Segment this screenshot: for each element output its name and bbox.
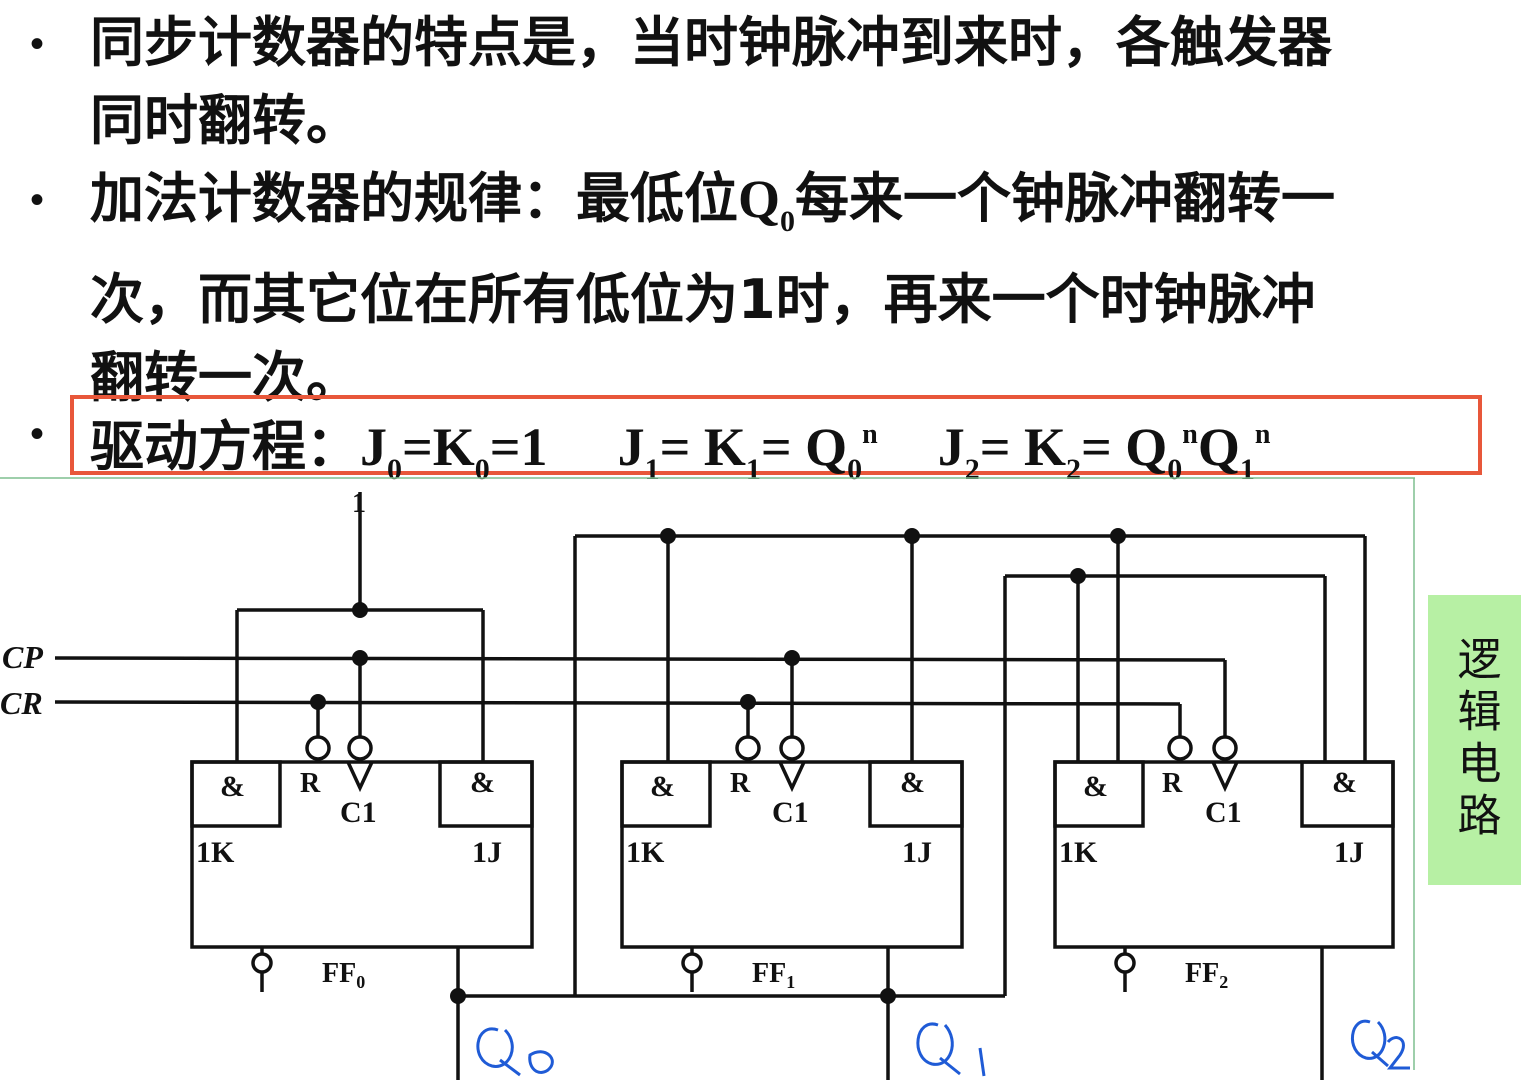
paragraph-line: 加法计数器的规律：最低位Q0每来一个钟脉冲翻转一 [90, 160, 1335, 261]
text-segment: 加法计数器的规律：最低位 [90, 167, 738, 230]
handwritten-q2 [1350, 1019, 1389, 1068]
clock-label: C1 [1205, 796, 1242, 829]
bullet-dot: • [30, 412, 45, 456]
q-subscript: 0 [780, 205, 796, 238]
logic-circuit-tag: 逻辑电路 [1428, 595, 1521, 885]
and-gate-label: & [650, 770, 675, 803]
paragraph-add-counter: 加法计数器的规律：最低位Q0每来一个钟脉冲翻转一 次，而其它位在所有低位为1时，… [90, 160, 1335, 417]
cp-label: CP [2, 639, 43, 675]
bullet-dot: • [30, 178, 45, 222]
flip-flop-ff1 [620, 536, 1325, 1080]
equations-label: 驱动方程： [90, 415, 360, 478]
ff-name-label: FF0 [322, 958, 365, 992]
input-one-label: 1 [352, 488, 366, 519]
and-gate-label: & [900, 766, 925, 799]
paragraph-line: 同步计数器的特点是，当时钟脉冲到来时，各触发器 [90, 11, 1332, 74]
logic-circuit-tag-text: 逻辑电路 [1449, 636, 1501, 844]
cr-label: CR [0, 685, 43, 721]
counter-circuit-diagram: 1 CP CR & & R C1 1K 1J FF0 & & R C1 1K 1… [0, 477, 1415, 1080]
equation-ff1: J1= K1= Q0n [617, 417, 878, 486]
paragraph-line: 次，而其它位在所有低位为1时，再来一个时钟脉冲 [90, 268, 1316, 331]
and-gate-label: & [470, 766, 495, 799]
j-input-label: 1J [1334, 836, 1364, 869]
and-gate-label: & [220, 770, 245, 803]
junction-dots [310, 528, 1126, 1004]
k-input-label: 1K [1059, 836, 1098, 869]
paragraph-sync-counter: 同步计数器的特点是，当时钟脉冲到来时，各触发器 同时翻转。 [90, 4, 1332, 160]
text-segment: 每来一个钟脉冲翻转一 [795, 167, 1336, 230]
handwritten-q1 [916, 1022, 961, 1076]
bullet-dot: • [30, 22, 45, 66]
clock-label: C1 [772, 796, 809, 829]
k-input-label: 1K [626, 836, 665, 869]
reset-label: R [300, 768, 321, 799]
q-symbol: Q [738, 169, 781, 229]
cp-line [54, 656, 1226, 662]
and-gate-label: & [1083, 770, 1108, 803]
flip-flop-ff0 [190, 492, 1365, 1080]
equation-ff0: J0=K0=1 [360, 417, 548, 486]
handwritten-q-annotations [476, 1019, 1410, 1077]
paragraph-line: 同时翻转。 [90, 89, 360, 152]
reset-label: R [1162, 768, 1183, 799]
cr-line [54, 700, 1181, 706]
equation-ff2: J2= K2= Q0nQ1n [937, 417, 1271, 486]
j-input-label: 1J [902, 836, 932, 869]
drive-equations: 驱动方程：J0=K0=1 J1= K1= Q0n J2= K2= Q0nQ1n [90, 396, 1270, 509]
k-input-label: 1K [196, 836, 235, 869]
ff-name-label: FF2 [1185, 958, 1228, 992]
reset-label: R [730, 768, 751, 799]
clock-label: C1 [340, 796, 377, 829]
handwritten-q0 [476, 1027, 521, 1077]
and-gate-label: & [1332, 766, 1357, 799]
flip-flop-ff2 [1053, 536, 1395, 1080]
j-input-label: 1J [472, 836, 502, 869]
ff-name-label: FF1 [752, 958, 795, 992]
equation-highlight-box [70, 395, 1482, 475]
